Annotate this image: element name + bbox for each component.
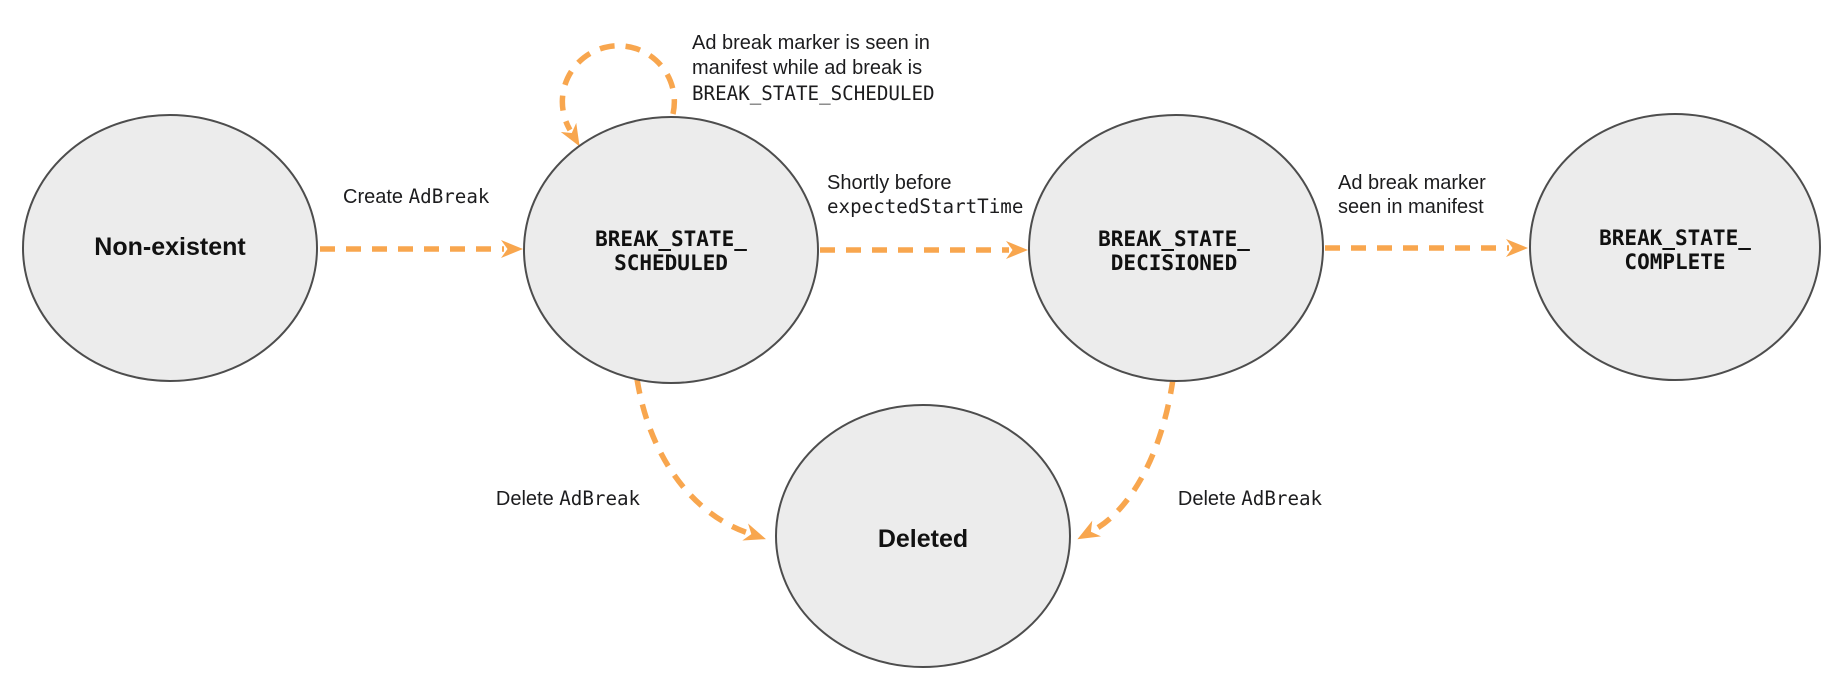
edge-label-text: Delete — [495, 488, 560, 510]
edge-label-text: Ad break marker — [1338, 172, 1486, 194]
state-label-non-existent: Non-existent — [94, 233, 246, 261]
transition-arrow-delete-from-decisioned — [1077, 378, 1176, 540]
state-node-scheduled — [523, 116, 819, 384]
state-label-line: COMPLETE — [1624, 250, 1726, 274]
state-node-decisioned — [1028, 114, 1324, 382]
state-label-line: BREAK_STATE_ — [1098, 227, 1250, 251]
state-node-complete — [1529, 113, 1821, 381]
edge-label-self-loop: Ad break marker is seen in manifest whil… — [692, 31, 935, 106]
edge-label-text: Create — [343, 186, 409, 208]
edge-label-code: AdBreak — [1241, 487, 1323, 510]
edge-label-delete-adbreak-right: Delete AdBreak — [1178, 487, 1322, 511]
state-label-decisioned: BREAK_STATE_ DECISIONED — [1098, 227, 1250, 275]
edge-label-code: expectedStartTime — [827, 195, 1024, 218]
edge-label-text: Ad break marker is seen in — [692, 32, 930, 54]
state-label-scheduled: BREAK_STATE_ SCHEDULED — [595, 227, 747, 275]
edge-label-code: BREAK_STATE_SCHEDULED — [692, 82, 935, 105]
state-label-complete: BREAK_STATE_ COMPLETE — [1599, 226, 1751, 274]
state-label-line: BREAK_STATE_ — [1599, 226, 1751, 250]
state-label-line: DECISIONED — [1110, 251, 1238, 275]
edge-label-shortly-before: Shortly before expectedStartTime — [827, 171, 1023, 219]
state-node-deleted — [775, 404, 1071, 668]
edge-label-text: Delete — [1177, 488, 1242, 510]
edge-label-text: seen in manifest — [1338, 196, 1484, 218]
transition-arrow-delete-from-scheduled — [634, 378, 766, 541]
state-label-line: SCHEDULED — [614, 251, 728, 275]
edge-label-create-adbreak: Create AdBreak — [343, 185, 489, 209]
edge-label-marker-seen: Ad break marker seen in manifest — [1338, 171, 1486, 219]
edge-label-text: Shortly before — [827, 172, 952, 194]
edge-label-code: AdBreak — [408, 185, 490, 208]
edge-label-text: manifest while ad break is — [692, 57, 923, 79]
edge-label-delete-adbreak-left: Delete AdBreak — [496, 487, 640, 511]
edge-label-code: AdBreak — [559, 487, 641, 510]
state-node-non-existent — [22, 114, 318, 382]
state-label-deleted: Deleted — [877, 525, 969, 553]
state-label-line: BREAK_STATE_ — [595, 227, 747, 251]
transition-arrow-self-loop-scheduled — [559, 43, 678, 147]
